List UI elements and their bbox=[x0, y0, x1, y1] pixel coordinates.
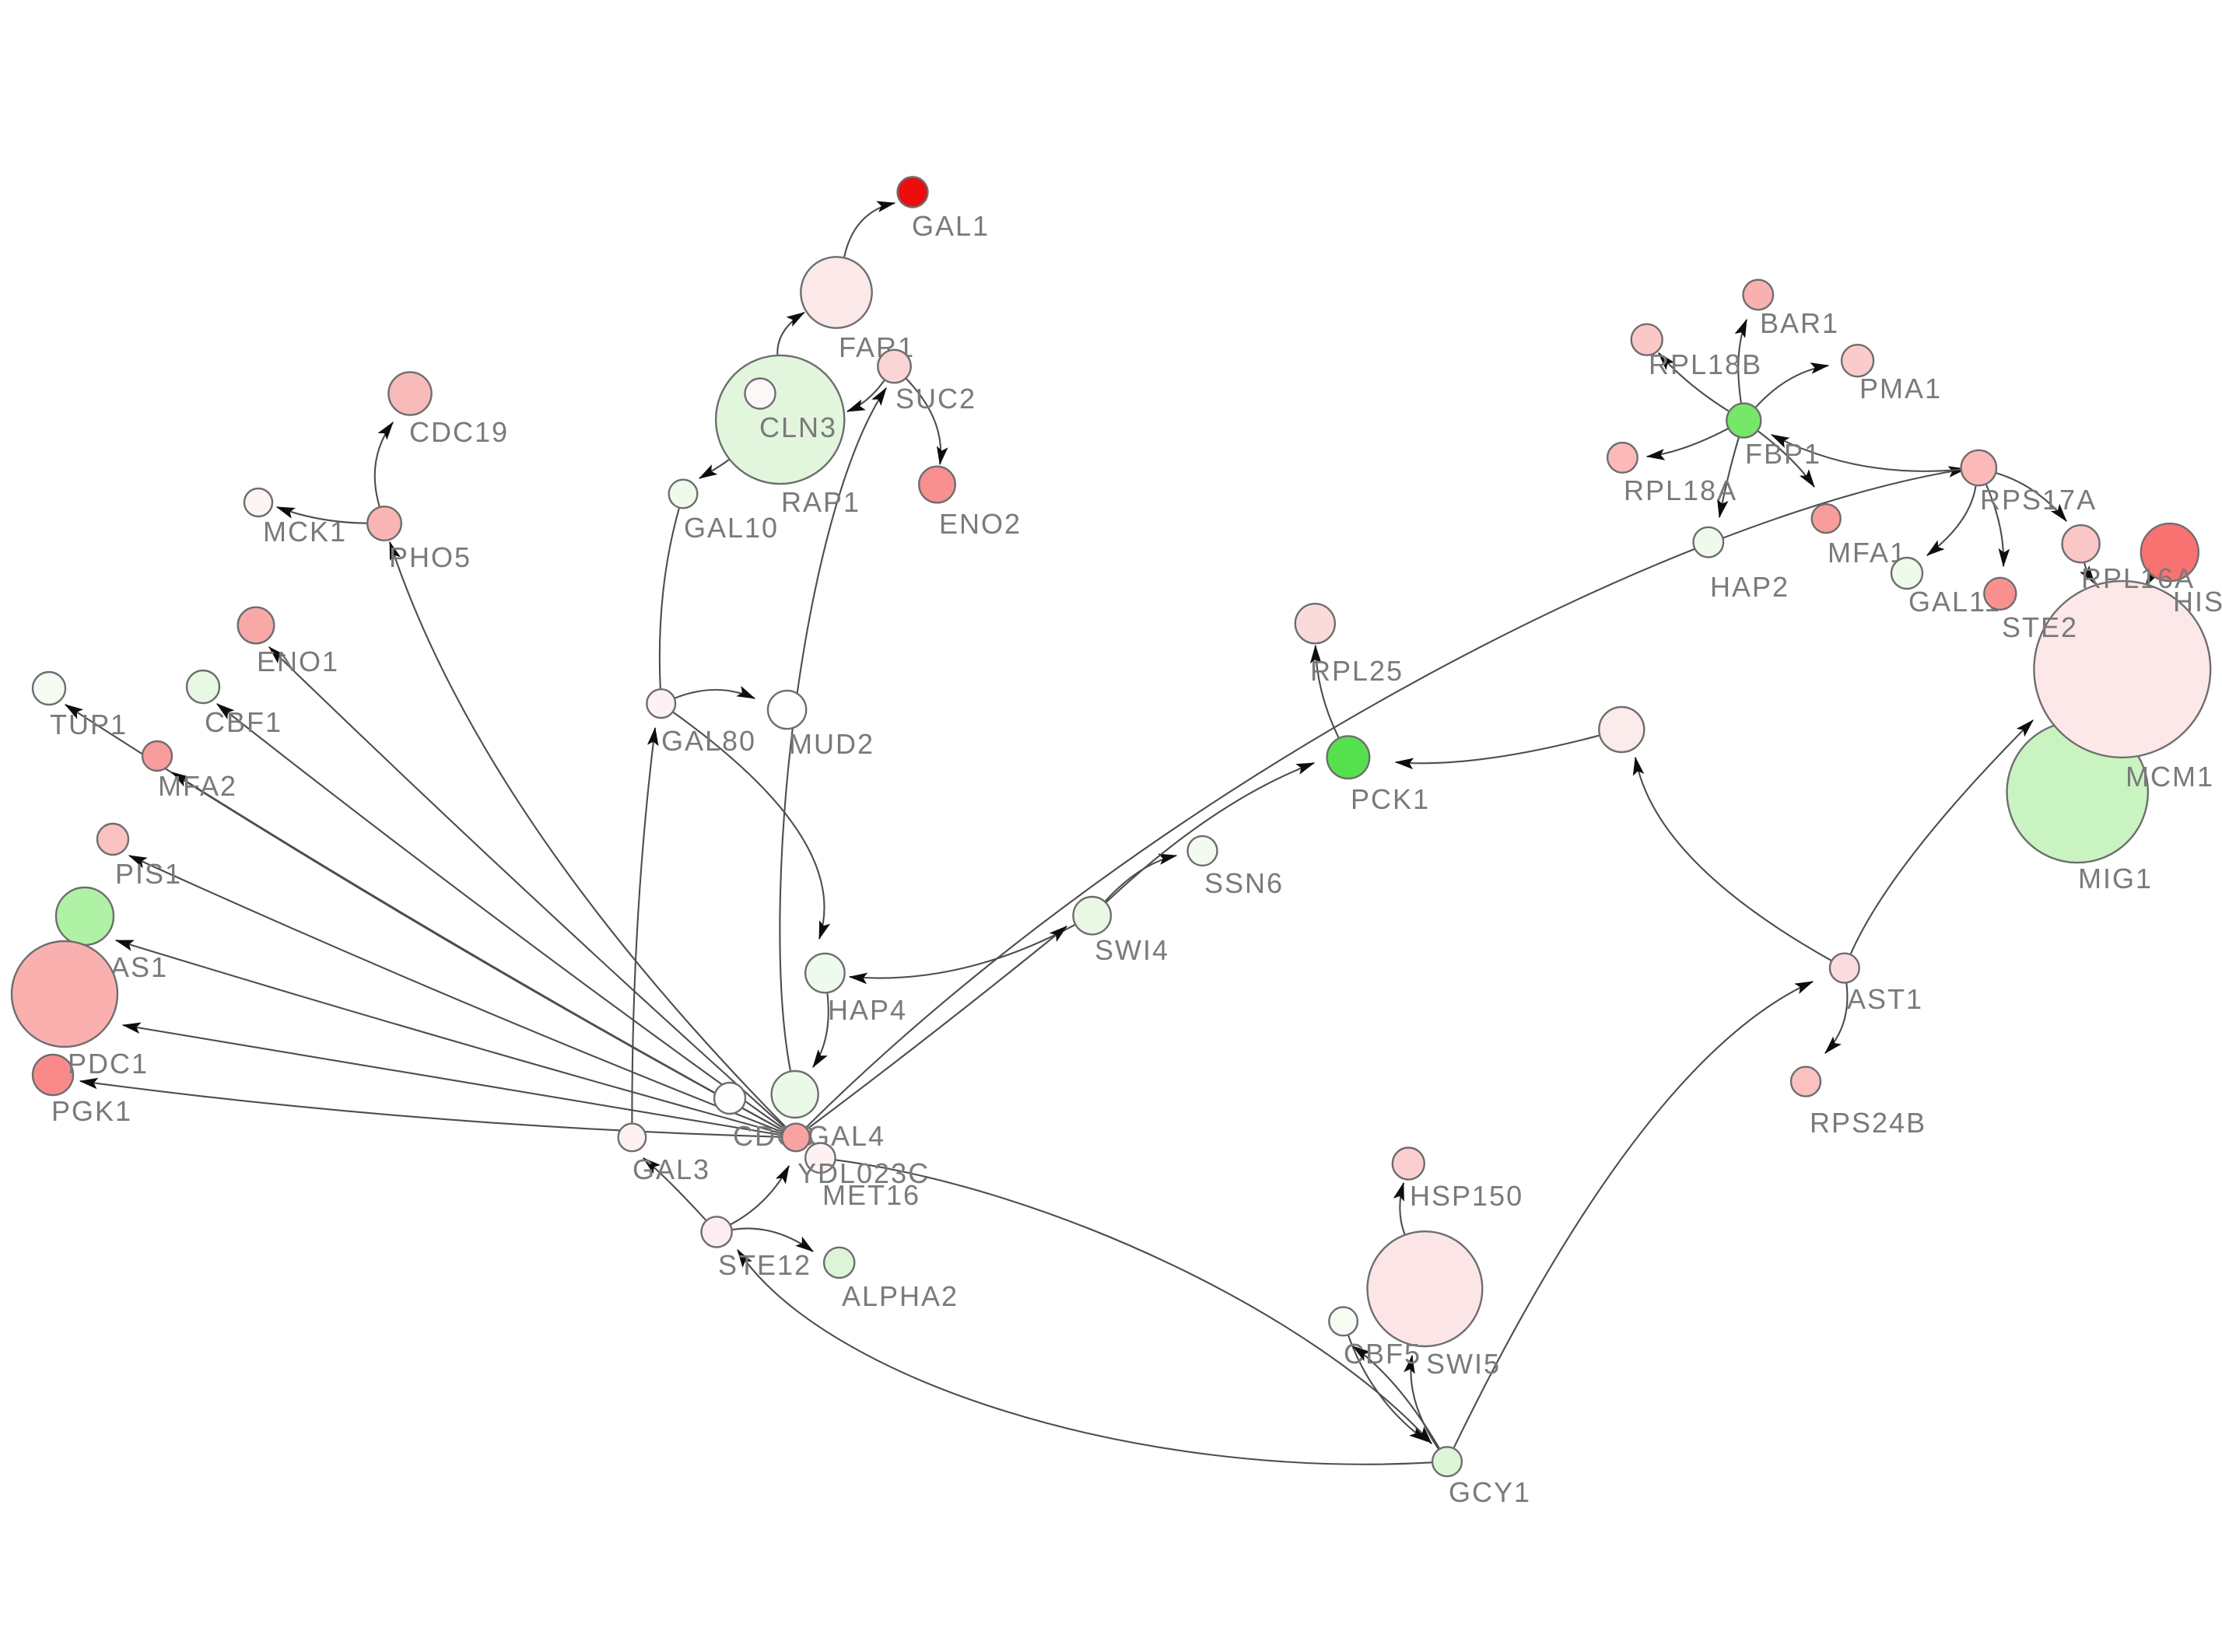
svg-text:MET16: MET16 bbox=[822, 1179, 920, 1211]
svg-text:SUC2: SUC2 bbox=[895, 383, 976, 415]
svg-text:MUD2: MUD2 bbox=[789, 728, 874, 760]
svg-text:HAP4: HAP4 bbox=[828, 994, 907, 1026]
svg-text:RAP1: RAP1 bbox=[781, 486, 860, 518]
svg-text:FBP1: FBP1 bbox=[1745, 438, 1821, 470]
svg-text:HSP150: HSP150 bbox=[1410, 1180, 1523, 1212]
svg-text:PDC1: PDC1 bbox=[68, 1048, 149, 1080]
svg-text:MCM1: MCM1 bbox=[2126, 761, 2214, 793]
svg-text:STE12: STE12 bbox=[718, 1249, 811, 1281]
svg-text:AST1: AST1 bbox=[1847, 983, 1923, 1015]
svg-text:MCK1: MCK1 bbox=[263, 516, 347, 548]
svg-text:MFA2: MFA2 bbox=[158, 770, 237, 802]
svg-text:RPL25: RPL25 bbox=[1310, 655, 1404, 687]
svg-text:MFA1: MFA1 bbox=[1828, 537, 1907, 569]
svg-text:GAL80: GAL80 bbox=[661, 725, 756, 757]
svg-text:CBF5: CBF5 bbox=[1344, 1338, 1421, 1370]
svg-text:HIS4: HIS4 bbox=[2173, 586, 2222, 618]
svg-text:GAL1: GAL1 bbox=[912, 210, 990, 242]
svg-text:PGK1: PGK1 bbox=[51, 1095, 132, 1127]
svg-text:GAL3: GAL3 bbox=[633, 1153, 710, 1185]
svg-text:RPL16A: RPL16A bbox=[2081, 562, 2195, 594]
svg-text:RPL18B: RPL18B bbox=[1649, 348, 1762, 380]
svg-text:RPL18A: RPL18A bbox=[1624, 474, 1737, 506]
svg-text:CLN3: CLN3 bbox=[759, 411, 837, 443]
svg-text:PMA1: PMA1 bbox=[1859, 373, 1942, 404]
svg-text:PHO5: PHO5 bbox=[389, 541, 471, 573]
svg-text:SWI5: SWI5 bbox=[1426, 1348, 1501, 1380]
svg-text:TUP1: TUP1 bbox=[50, 709, 128, 740]
svg-text:GAL10: GAL10 bbox=[684, 512, 779, 544]
svg-text:STE2: STE2 bbox=[2002, 611, 2078, 643]
svg-text:HAP2: HAP2 bbox=[1710, 571, 1789, 603]
svg-text:PCK1: PCK1 bbox=[1351, 783, 1430, 815]
svg-text:CBF1: CBF1 bbox=[205, 706, 282, 738]
svg-text:PIS1: PIS1 bbox=[115, 858, 182, 890]
svg-text:SWI4: SWI4 bbox=[1095, 934, 1169, 966]
svg-text:BAR1: BAR1 bbox=[1760, 307, 1839, 339]
svg-text:SSN6: SSN6 bbox=[1204, 867, 1284, 899]
svg-text:GCY1: GCY1 bbox=[1449, 1476, 1531, 1508]
svg-text:RPS24B: RPS24B bbox=[1810, 1107, 1926, 1139]
svg-text:CDC19: CDC19 bbox=[409, 416, 509, 448]
svg-text:YDL023C: YDL023C bbox=[797, 1157, 930, 1189]
svg-text:ENO1: ENO1 bbox=[257, 646, 339, 677]
svg-text:ENO2: ENO2 bbox=[939, 508, 1022, 540]
svg-text:MIG1: MIG1 bbox=[2078, 863, 2153, 894]
svg-text:ALPHA2: ALPHA2 bbox=[842, 1280, 959, 1312]
svg-text:RPS17A: RPS17A bbox=[1980, 484, 2097, 516]
